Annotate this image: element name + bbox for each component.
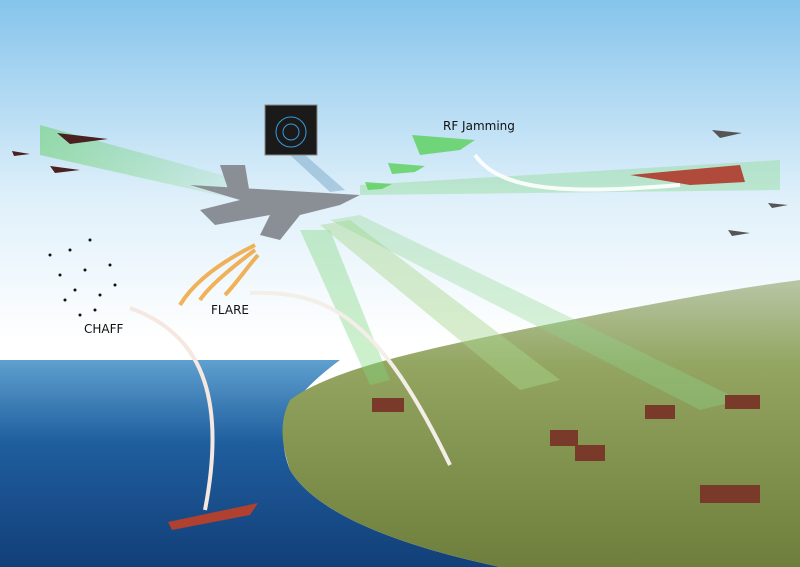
missile-trail-rf (473, 153, 681, 192)
jamming-beam-ground-1 (300, 230, 390, 385)
sea (0, 360, 500, 567)
rf-jamming-label: RF Jamming (443, 119, 515, 133)
chaff-cloud (48, 238, 117, 317)
ground-units (372, 395, 760, 503)
land (282, 280, 800, 567)
missile-trail-flare (249, 290, 452, 466)
flare-cloud (178, 243, 260, 307)
naval-ship (168, 503, 258, 530)
missile-trail-chaff (129, 306, 215, 511)
chaff-label: CHAFF (84, 322, 124, 336)
rf-decoy-jets (365, 135, 475, 190)
radar-display-icon (264, 104, 318, 156)
jamming-beam-ground-2 (320, 220, 560, 390)
enemy-jets (12, 130, 788, 236)
jamming-beam-left (40, 125, 240, 200)
jamming-beam-ground-3 (330, 215, 740, 410)
friendly-fighter-jet (190, 165, 360, 240)
radar-display-beam (290, 155, 345, 192)
flare-label: FLARE (211, 303, 249, 317)
